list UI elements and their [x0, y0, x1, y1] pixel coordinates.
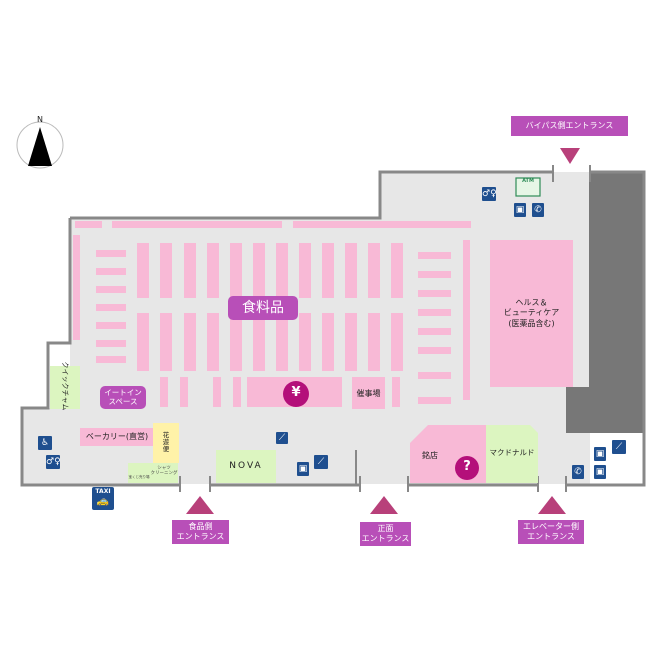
- health-line: (医薬品含む): [508, 318, 555, 328]
- cleaning-line: クリーニング: [150, 471, 178, 477]
- escalator-icon: ⟋: [612, 440, 626, 454]
- entrance-line: エントランス: [527, 532, 575, 541]
- elevator-icon: ▣: [594, 447, 606, 461]
- cleaning-area: [150, 463, 178, 483]
- health-beauty-area: [490, 240, 573, 387]
- entrance-line: 食品側: [188, 522, 213, 531]
- entrance-arrow: [186, 496, 214, 514]
- shelf: [73, 235, 80, 340]
- taxi-icon: TAXI 🚕: [92, 487, 114, 510]
- cashier-yen-icon: [283, 381, 309, 407]
- bargain-area: [352, 377, 385, 409]
- shelf-group: [418, 252, 451, 404]
- eat-in-line: スペース: [108, 397, 138, 407]
- mcdonalds-area: [486, 425, 538, 483]
- phone-icon: ✆: [572, 465, 584, 479]
- eat-in-label: イートイン スペース: [100, 386, 146, 409]
- bypass-entrance-label: バイパス側エントランス: [511, 116, 628, 136]
- quick-chum-label: クイックチャム: [61, 361, 70, 411]
- quick-chum-area: [50, 366, 80, 409]
- elevator-icon: ▣: [514, 203, 526, 217]
- shelf: [463, 240, 470, 400]
- entrance-line: 正面: [377, 524, 394, 533]
- elevator-side-entrance-label: エレベーター側 エントランス: [518, 520, 584, 544]
- unavailable-area: [566, 387, 644, 433]
- elevator-icon: ▣: [594, 465, 606, 479]
- eat-in-line: イートイン: [104, 388, 142, 397]
- entrance-arrow: [538, 496, 566, 514]
- flower-label: 花 遊 便: [160, 431, 172, 454]
- checkout-lanes: [160, 377, 400, 407]
- escalator-icon: ⟋: [314, 455, 328, 469]
- shelf: [112, 221, 282, 228]
- atm-box: [515, 177, 541, 197]
- entrance-line: エレベーター側: [523, 522, 579, 531]
- atm-label: ATM: [522, 178, 534, 184]
- unavailable-area: [589, 173, 644, 387]
- food-area-label: 食料品: [228, 296, 298, 320]
- shelf: [75, 221, 102, 228]
- bakery-area: [80, 428, 153, 446]
- compass: [16, 121, 64, 169]
- shelf: [293, 221, 471, 228]
- bargain-label: 催事場: [356, 389, 381, 398]
- cashier-label: ¥: [291, 385, 301, 400]
- shelf-group: [137, 313, 403, 371]
- escalator-icon: ⟋: [276, 432, 288, 444]
- entrance-line: エントランス: [361, 534, 410, 543]
- wheelchair-icon: ♿: [38, 436, 52, 450]
- restroom-icon: ♂♀: [482, 187, 497, 201]
- bakery-label: ベーカリー(直営): [85, 432, 149, 441]
- health-line: ビューティケア: [503, 308, 560, 318]
- main-entrance-label: 正面 エントランス: [360, 522, 411, 546]
- info-icon: [455, 456, 479, 480]
- food-side-entrance-label: 食品側 エントランス: [172, 520, 229, 544]
- elevator-icon: ▣: [297, 462, 309, 476]
- taxi-label: TAXI: [95, 488, 111, 495]
- entrance-arrow: [560, 148, 580, 164]
- cleaning-label: シャツ クリーニング: [150, 466, 178, 476]
- phone-icon: ✆: [532, 203, 544, 217]
- health-beauty-label: ヘルス＆ ビューティケア (医薬品含む): [490, 298, 573, 329]
- flower-char: 便: [162, 445, 170, 454]
- cleaning-line: シャツ: [157, 466, 171, 471]
- compass-north-label: N: [37, 115, 43, 124]
- flower-char: 花: [162, 431, 170, 439]
- car-icon: 🚕: [96, 496, 110, 507]
- restroom-icon: ♂♀: [46, 455, 61, 469]
- entrance-posts: [179, 165, 591, 492]
- flower-char: 遊: [162, 438, 170, 447]
- shelf-group: [96, 250, 126, 363]
- nova-label: NOVA: [229, 461, 263, 471]
- entrance-arrow: [370, 496, 398, 514]
- mcdonalds-label: マクドナルド: [489, 448, 535, 457]
- walls: [20, 170, 646, 487]
- shop-label: 銘店: [422, 451, 438, 460]
- flower-area: [153, 423, 179, 463]
- entrance-line: エントランス: [176, 532, 225, 541]
- small-shop-label: 宝くじ売り場: [128, 475, 150, 479]
- nova-area: [216, 450, 276, 483]
- shelf-group: [137, 243, 403, 298]
- health-line: ヘルス＆: [515, 298, 548, 307]
- small-shop-area: [128, 463, 150, 483]
- info-mark: ?: [463, 459, 471, 474]
